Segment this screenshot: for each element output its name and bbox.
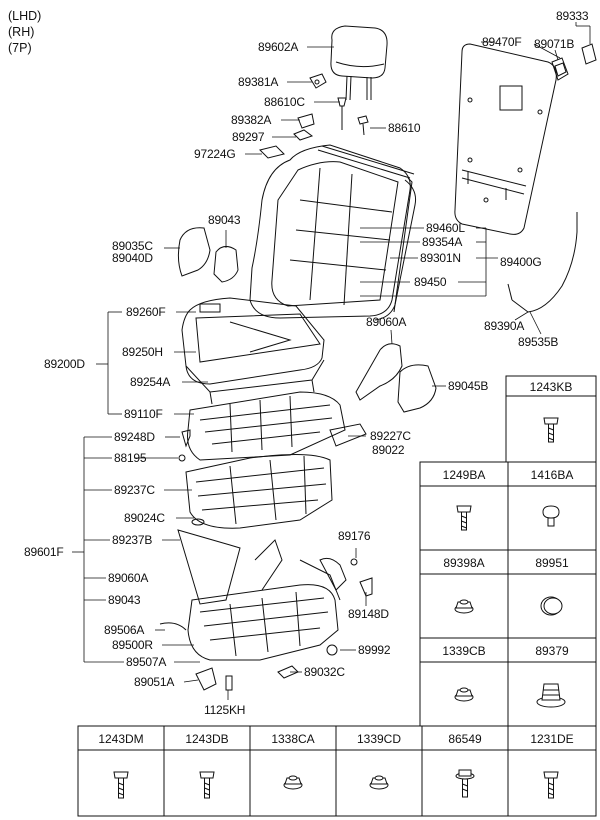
part-label: 89260F [126,305,166,319]
part-label: 89250H [122,345,163,359]
part-label: 89040D [112,251,153,265]
part-label: 89148D [348,607,389,621]
back-panel-drawing [454,43,557,235]
part-label: 89297 [232,130,265,144]
nut-icon [283,775,303,790]
part-label: 89301N [420,251,461,265]
small-fasteners-drawing [159,429,373,691]
table-header-cell: 1231DE [530,732,574,746]
clip-icon [542,505,560,527]
release-cable-drawing [507,212,578,313]
plug-icon [540,596,563,616]
table-header-cell: 1339CD [356,732,402,746]
bolt-icon [543,417,559,443]
part-label: 89400G [500,255,542,269]
part-label: 89051A [134,675,175,689]
part-label: 89035C [112,239,153,253]
seat-cushion-drawing [181,297,325,405]
flange-bolt-icon [455,769,475,798]
screw-icon [199,771,215,799]
part-label: 89237B [112,533,153,547]
part-label: 89237C [114,483,155,497]
push-clip-icon [536,683,566,708]
part-label: 89470F [482,35,522,49]
part-label: 89024C [124,511,165,525]
part-label: 89043 [208,213,241,227]
table-header-cell: 1243DB [185,732,229,746]
part-label: 89390A [484,319,525,333]
headrest-guides [259,73,369,159]
part-label: 88610 [388,121,421,135]
part-label: 89506A [104,623,145,637]
part-label: 89450 [414,275,447,289]
part-label: 89110F [124,407,163,421]
table-header-cell: 1243DM [98,732,144,746]
part-label: 89060A [366,315,407,329]
part-label: 88610C [264,95,305,109]
part-label: 89601F [24,545,64,559]
bolt-icon [456,505,472,531]
table-header-cell: 1338CA [271,732,315,746]
seat-frame-drawing [177,529,347,661]
part-label: 89381A [238,75,279,89]
part-label: 89071B [534,37,575,51]
table-header-cell: 89379 [535,644,569,658]
table-header-cell: 1339CB [442,644,486,658]
table-header-cell: 86549 [448,732,482,746]
nut-icon [454,687,474,702]
part-label: 89500R [112,638,153,652]
table-header-cell: 1249BA [442,468,486,482]
seatback-drawing [249,144,416,321]
part-label: 89248D [114,430,155,444]
part-label: 89354A [422,235,463,249]
part-label: 89254A [130,375,171,389]
table-header-cell: 1416BA [530,468,574,482]
part-label: 89382A [231,113,272,127]
part-label: 89227C [370,429,411,443]
screw-icon [113,771,129,799]
part-label: 89460L [426,221,465,235]
part-label: 89060A [108,571,149,585]
table-header-cell: 1243KB [529,380,573,394]
nut-icon [369,775,389,790]
part-label: 89176 [338,529,371,543]
part-label: 89032C [304,665,345,679]
part-tables [77,375,597,817]
part-label: 97224G [194,147,236,161]
bolt-icon [543,771,559,799]
leader-lines [72,22,591,700]
release-handle-drawing [551,43,597,81]
part-label: 89043 [108,593,141,607]
seat-tray-drawing [185,453,333,529]
variant-note-rh: (RH) [8,25,35,39]
part-label: 89022 [372,443,405,457]
part-label: 89045B [448,379,489,393]
part-label: 89992 [358,643,391,657]
part-label: 1125KH [204,703,246,717]
variant-note-lhd: (LHD) [8,9,42,23]
side-shields-drawing [329,343,437,447]
part-label: 88195 [114,451,147,465]
recliner-covers-drawing [177,227,239,283]
nut-icon [454,599,474,614]
part-label: 89535B [518,335,559,349]
headrest-drawing [330,25,388,101]
part-label: 89602A [258,40,299,54]
part-label: 89333 [556,9,589,23]
variant-note-7p: (7P) [8,41,32,55]
table-header-cell: 89951 [535,556,569,570]
seat-pan-drawing [187,391,346,461]
table-header-cell: 89398A [443,556,485,570]
part-label: 89200D [44,357,85,371]
part-label: 89507A [126,655,167,669]
